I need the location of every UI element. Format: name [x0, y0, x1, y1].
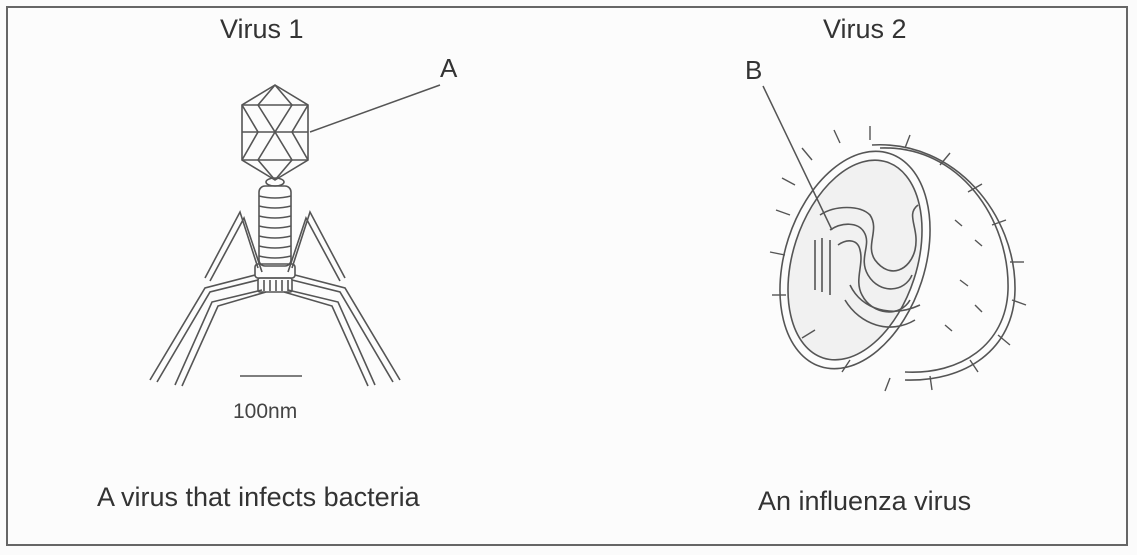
virus-1-title: Virus 1: [220, 14, 304, 45]
label-b: B: [745, 55, 762, 86]
bacteriophage-drawing: [150, 85, 400, 386]
influenza-drawing: [754, 126, 1026, 391]
label-b-leader-line: [763, 86, 832, 230]
label-a: A: [440, 53, 457, 84]
virus-2-title: Virus 2: [823, 14, 907, 45]
label-a-leader-line: [310, 85, 440, 132]
virus-2-caption: An influenza virus: [758, 486, 971, 517]
scale-bar-label: 100nm: [233, 400, 297, 424]
phage-tail-sheath: [259, 186, 291, 266]
phage-head: [242, 85, 308, 180]
virus-1-caption: A virus that infects bacteria: [97, 482, 420, 513]
